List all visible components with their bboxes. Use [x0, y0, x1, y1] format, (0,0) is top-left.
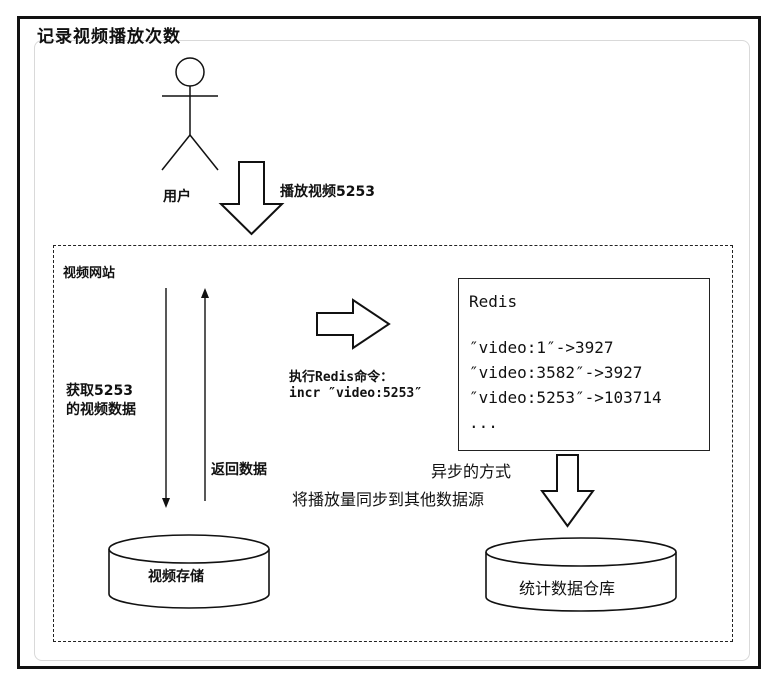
async-label-line1: 异步的方式: [431, 462, 512, 481]
warehouse-cylinder: [485, 537, 677, 612]
storage-label: 视频存储: [148, 569, 204, 585]
play-video-label: 播放视频5253: [280, 184, 375, 200]
command-line2: incr ″video:5253″: [289, 386, 423, 401]
redis-title: Redis: [469, 292, 518, 311]
redis-box: Redis ″video:1″->3927 ″video:3582″->3927…: [458, 278, 710, 451]
redis-entry: ...: [469, 413, 498, 432]
play-down-arrow: [218, 161, 285, 236]
command-line1: 执行Redis命令：: [289, 370, 394, 385]
video-storage-cylinder: [108, 534, 270, 609]
return-label: 返回数据: [211, 462, 267, 478]
redis-entry: ″video:3582″->3927: [469, 363, 643, 382]
fetch-label-line2: 的视频数据: [66, 402, 136, 418]
fetch-arrow: [162, 288, 170, 508]
redis-right-arrow: [316, 298, 391, 350]
return-arrow: [201, 288, 209, 501]
diagram-canvas: [34, 40, 750, 661]
user-actor-icon: [161, 57, 219, 171]
video-site-boundary: [53, 245, 733, 642]
redis-entry: ″video:5253″->103714: [469, 388, 662, 407]
site-label: 视频网站: [63, 266, 116, 281]
fetch-label-line1: 获取5253: [66, 383, 133, 399]
diagram-title: 记录视频播放次数: [37, 27, 181, 47]
user-label: 用户: [163, 189, 191, 205]
async-down-arrow: [540, 454, 595, 528]
async-label-line2: 将播放量同步到其他数据源: [292, 490, 485, 509]
warehouse-label: 统计数据仓库: [519, 579, 616, 598]
redis-entry: ″video:1″->3927: [469, 338, 614, 357]
